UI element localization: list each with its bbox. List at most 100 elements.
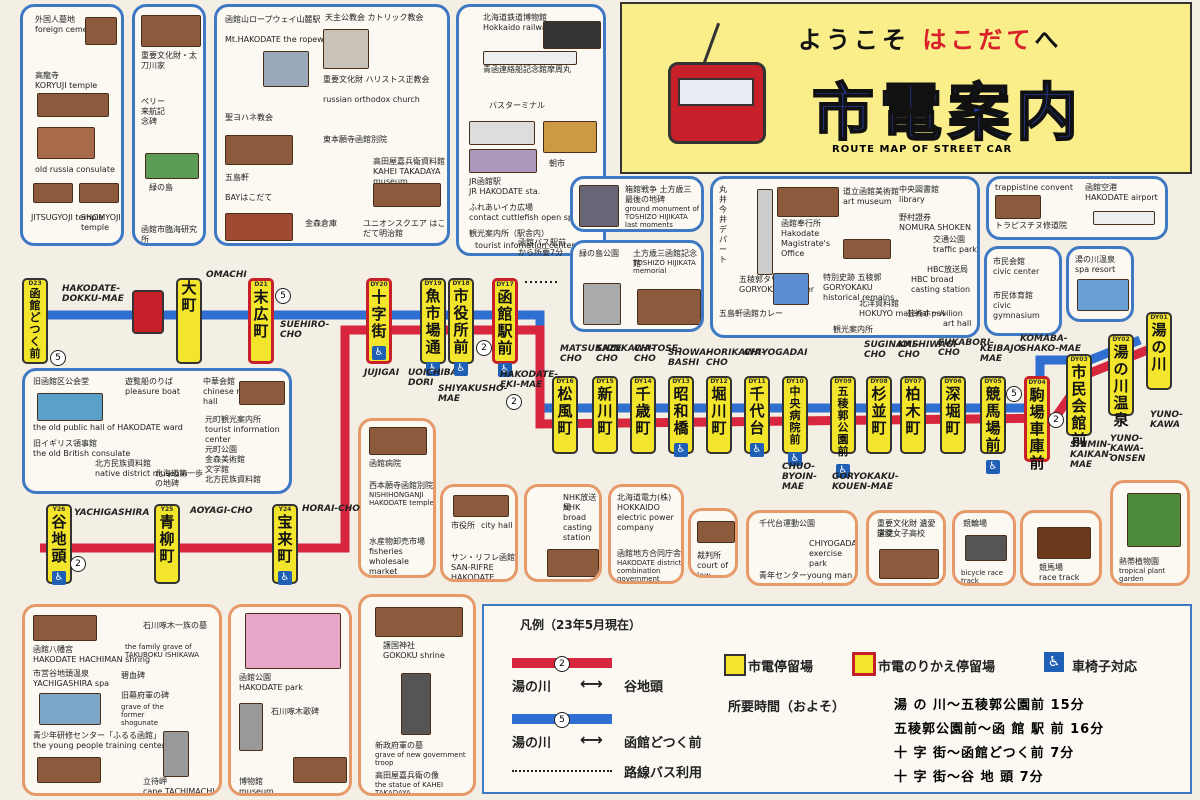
temple-icon: [79, 183, 119, 203]
chinese-hall-icon: [239, 381, 285, 405]
stop-name: 青柳町: [159, 513, 175, 565]
landmark-text: 裁判所: [697, 551, 721, 560]
tower-icon: [757, 189, 773, 275]
landmark-panel-23: 護国神社 GOKOKU shrine 新政府軍の墓 grave of new g…: [358, 594, 476, 796]
welcome-city: はこだて: [922, 26, 1035, 54]
stop-romaji: CHUO- BYOIN- MAE: [782, 462, 817, 492]
landmark-text: Hakodate Magistrate's Office: [781, 229, 831, 258]
training-center-icon: [37, 757, 101, 783]
wheelchair-icon: ♿: [674, 443, 688, 457]
cape-monument-icon: [163, 731, 189, 777]
stop-code: DY10: [786, 378, 804, 385]
cemetery-icon: [85, 17, 117, 45]
landmark-text: NHK放送局: [563, 493, 597, 512]
palm-tree-icon: [1127, 493, 1181, 547]
landmark-text: 北海道電力(株): [617, 493, 672, 502]
landmark-panel-11: 函館病院 西本願寺函館別院 NISHIHONGANJI HAKODATE tem…: [358, 418, 436, 578]
landmark-text: 博物館: [239, 777, 263, 786]
route-2-marker: 2: [70, 556, 86, 572]
stop-name: 宝来町: [277, 513, 293, 565]
transfer-label: 市電のりかえ停留場: [878, 660, 996, 675]
stop-swatch: [724, 654, 746, 676]
transfer-stop-swatch: [852, 652, 876, 676]
landmark-text: 東本願寺函館別院: [323, 135, 387, 144]
landmark-text: young man center: [807, 571, 853, 586]
landmark-text: JR函館駅: [469, 177, 501, 186]
time-row: 五稜郭公園前〜函 館 駅 前 16分: [894, 722, 1105, 737]
stop-name: 千代台: [749, 385, 765, 437]
landmark-text: 函館山ロープウェイ山麓駅: [225, 15, 321, 24]
landmark-text: ペリー来航記念碑: [141, 97, 165, 126]
public-hall-icon: [37, 393, 103, 421]
shrine-icon: [547, 549, 599, 577]
tram-stop[interactable]: 大町: [176, 278, 202, 364]
temple-icon: [33, 183, 73, 203]
landmark-text: 北海道第一歩の地碑: [155, 469, 203, 488]
landmark-text: NOMURA SHOKEN: [899, 223, 971, 232]
landmark-text: 観光案内所（駅舎内）: [469, 229, 549, 238]
ropeway-icon: [263, 51, 309, 87]
landmark-text: HAKODATE park: [239, 683, 303, 692]
stop-romaji: KEIBAJO- MAE: [980, 344, 1026, 364]
route-5-to: 函館どつく前: [624, 736, 702, 751]
welcome-suffix: へ: [1034, 26, 1063, 54]
bus-label: 路線バス利用: [624, 766, 703, 781]
landmark-text: pleasure boat: [125, 387, 180, 396]
stop-name: 大町: [181, 279, 197, 314]
landmark-text: the statue of KAHEI TAKADAYA: [375, 781, 444, 796]
landmark-text: 函館奉行所: [781, 219, 821, 228]
landmark-text: 千代台運動公園: [759, 519, 815, 528]
landmark-panel-3: 函館山ロープウェイ山麓駅 Mt.HAKODATE the ropeway sta…: [214, 4, 450, 246]
stop-name: 湯の川温泉: [1113, 343, 1129, 429]
stop-name: 市役所前: [453, 287, 469, 356]
warehouse-icon: [225, 213, 293, 241]
landmark-text: 青函連絡船記念館摩周丸: [483, 65, 571, 74]
landmark-text: 函館地方合同庁舎: [617, 549, 681, 558]
wheelchair-icon: ♿: [986, 460, 1000, 474]
time-row: 湯 の 川〜五稜郭公園前 15分: [894, 698, 1085, 713]
landmark-text: bicycle race track: [961, 569, 1004, 585]
landmark-text: NHK broad casting station: [563, 503, 592, 542]
landmark-text: 野村證券: [899, 213, 931, 222]
landmark-text: traffic park: [933, 245, 977, 254]
stop-name: 魚市場通: [425, 287, 441, 356]
landmark-text: SAN-RIFRE HAKODATE: [451, 563, 495, 582]
landmark-text: grave of the former shogunate: [121, 703, 164, 727]
landmark-panel-10: 旧函館区公会堂 the old public hall of HAKODATE …: [22, 368, 292, 494]
landmark-text: race track: [1039, 573, 1080, 582]
stop-code: DY15: [596, 378, 614, 385]
consulate-icon: [37, 127, 95, 159]
stop-romaji: HAKODATE- DOKKU-MAE: [62, 284, 124, 304]
stop-romaji: UOICHIBA- DORI: [408, 368, 462, 388]
landmark-text: 土方歳三函館記念館: [633, 249, 697, 268]
temple-icon: [37, 93, 109, 117]
wheelchair-icon: ♿: [426, 362, 440, 376]
stop-name: 杉並町: [871, 385, 887, 437]
stop-code: DY12: [710, 378, 728, 385]
